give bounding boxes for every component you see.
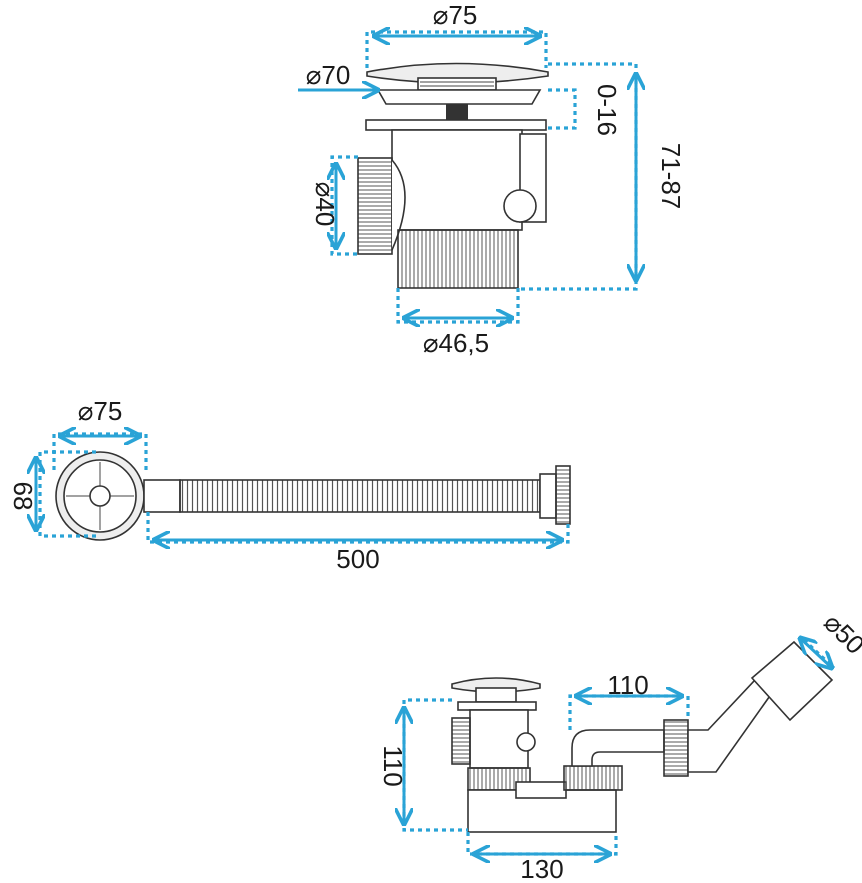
outlet-socket [750, 640, 834, 722]
dim-arrow-pipe-diameter [800, 638, 832, 668]
flexible-hose [179, 479, 541, 513]
label-pipe-diameter: ⌀50 [818, 607, 862, 660]
label-side-outlet: ⌀40 [310, 182, 340, 227]
label-offset: 110 [607, 670, 648, 700]
dim-line-thread-diameter [396, 288, 520, 324]
grate-center [89, 485, 111, 507]
bottom-thread [397, 229, 519, 289]
drain-cap [366, 62, 549, 84]
side-outlet-bulge [391, 159, 406, 251]
elbow-pipe [571, 729, 665, 767]
top-drain-view: ⌀75 ⌀70 0-16 71-87 ⌀40 ⌀46,5 [298, 0, 686, 358]
label-assembly-width: 130 [520, 854, 563, 883]
small-knob [516, 732, 536, 752]
label-assembly-height: 110 [378, 745, 408, 786]
tray-right-nut [563, 765, 623, 791]
body-plate [365, 119, 547, 131]
label-cap-diameter: ⌀75 [433, 0, 478, 30]
spindle [446, 104, 468, 120]
drain-body [391, 129, 523, 231]
dim-line-adjust-range [548, 88, 577, 130]
label-hose-length: 500 [336, 544, 379, 574]
hose-end-nut [555, 465, 571, 525]
label-total-height: 71-87 [656, 143, 686, 210]
elbow-nut [663, 719, 689, 777]
drain-flange [376, 89, 542, 105]
label-thread-diameter: ⌀46,5 [423, 328, 489, 358]
hose-end-collar [539, 473, 557, 519]
bottom-assembly-view: ⌀50 110 110 130 [378, 607, 862, 883]
dim-line-assembly-width [466, 832, 618, 856]
side-outlet-thread [357, 157, 393, 255]
tray-bridge [515, 781, 567, 799]
middle-hose-view: ⌀75 68 500 [8, 396, 571, 574]
small-plate [457, 701, 537, 711]
cap-neck [417, 77, 497, 91]
small-drain-cap [451, 677, 541, 693]
dim-line-cap-diameter [365, 30, 548, 68]
small-cap-neck [475, 687, 517, 703]
overflow-knob [503, 189, 537, 223]
dim-line-hose-length [146, 512, 570, 544]
label-flange-diameter: ⌀70 [306, 60, 351, 90]
label-adjust-range: 0-16 [592, 84, 622, 136]
label-middle-height: 68 [8, 482, 38, 511]
label-middle-cap: ⌀75 [78, 396, 123, 426]
dim-line-offset [568, 694, 690, 730]
small-side-thread [451, 717, 471, 765]
hose-connector [143, 479, 181, 513]
